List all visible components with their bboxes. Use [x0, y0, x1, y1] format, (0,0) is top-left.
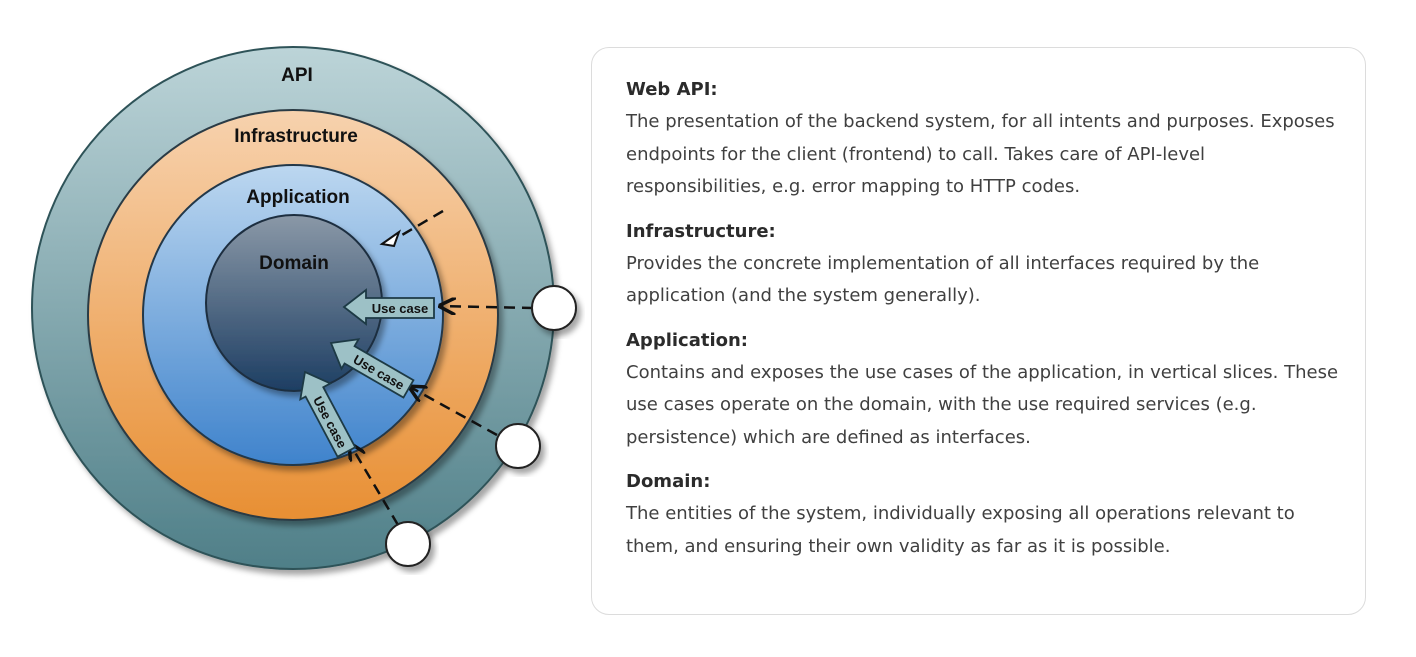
description-panel: Web API: The presentation of the backend…: [591, 47, 1366, 615]
section-web-api: Web API: The presentation of the backend…: [626, 76, 1345, 204]
infrastructure-label: Infrastructure: [234, 126, 358, 147]
section-text: The presentation of the backend system, …: [626, 111, 1335, 197]
section-text: Provides the concrete implementation of …: [626, 252, 1260, 307]
section-text: Contains and exposes the use cases of th…: [626, 361, 1339, 448]
dashed-arrow-top: [401, 209, 444, 237]
section-application: Application: Contains and exposes the us…: [626, 327, 1345, 455]
domain-label: Domain: [259, 253, 329, 274]
interface-circle-lower-right: [495, 423, 541, 469]
section-domain: Domain: The entities of the system, indi…: [626, 468, 1345, 563]
section-text: The entities of the system, individually…: [626, 503, 1295, 557]
use-case-label: Use case: [372, 301, 428, 316]
section-title: Domain:: [626, 471, 711, 492]
section-title: Application:: [626, 329, 749, 351]
dashed-arrow-bottom: [350, 444, 400, 526]
application-label: Application: [246, 187, 349, 208]
dashed-arrow-right: [440, 306, 534, 308]
interface-circle-bottom: [385, 521, 431, 567]
onion-architecture-diagram: API Infrastructure Application Domain Us…: [31, 46, 577, 570]
api-label: API: [281, 65, 313, 86]
open-triangle-arrowhead-icon: [379, 229, 402, 248]
section-title: Web API:: [626, 79, 718, 100]
section-infrastructure: Infrastructure: Provides the concrete im…: [626, 218, 1345, 313]
use-case-arrow-1: Use case: [342, 288, 435, 326]
dashed-arrow-lower-right: [410, 387, 498, 437]
interface-circle-right: [531, 285, 577, 331]
section-title: Infrastructure:: [626, 220, 776, 242]
